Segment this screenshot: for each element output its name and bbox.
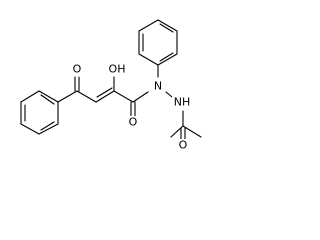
phenyl-nitrogen-label: N [154, 80, 162, 93]
enol-hydroxyl-label: OH [109, 63, 126, 76]
ketone-group [57, 76, 80, 103]
hydrazine-nh-label: NH [174, 96, 191, 109]
amide-oxygen-label: O [129, 116, 138, 129]
chemical-structure-diagram: O OH O N NH O [20, 19, 202, 152]
amide-group [130, 91, 149, 117]
hydrazide-chain [165, 91, 202, 141]
left-phenyl-ring [20, 90, 59, 135]
top-phenyl-ring [138, 19, 178, 78]
enol-chain [76, 76, 134, 103]
atom-labels: O OH O N NH O [72, 63, 192, 152]
ketone-oxygen-label: O [73, 63, 82, 76]
acetyl-oxygen-label: O [179, 139, 188, 152]
